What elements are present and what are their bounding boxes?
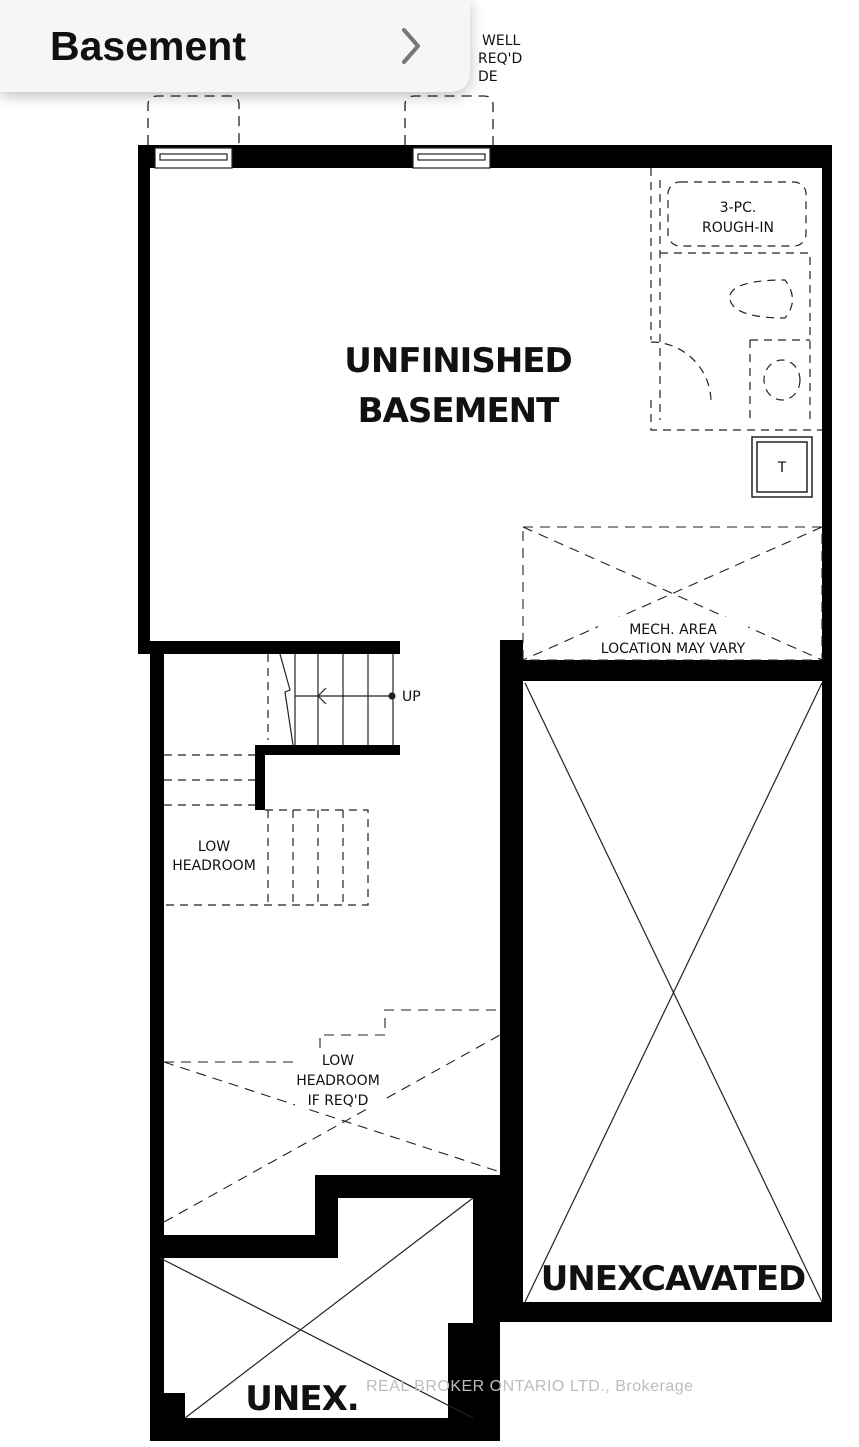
mech-area [522,526,823,661]
unex-label: UNEX. [245,1379,358,1419]
walls [138,145,832,1441]
stairs [164,653,396,906]
header-title: Basement [50,22,246,69]
low-headroom-label-2: HEADROOM [172,858,256,874]
rough-in-label-2: ROUGH-IN [702,220,774,236]
unfinished-basement-label-2: BASEMENT [358,391,560,431]
bathroom-rough-in [650,168,822,431]
watermark: REAL BROKER ONTARIO LTD., Brokerage [366,1378,694,1395]
unexcavated-label: UNEXCAVATED [541,1259,806,1299]
low-headroom-reqd-label-1: LOW [322,1053,354,1069]
low-headroom-zone [163,1009,501,1223]
window-note-3: DE [478,69,498,85]
header-card[interactable]: Basement [0,0,470,92]
window-note-1: WELL [482,33,520,49]
low-headroom-label-1: LOW [198,839,230,855]
rough-in-label-1: 3-PC. [720,200,757,216]
window-wells [147,95,494,145]
tank-label: T [777,460,787,476]
mech-area-label-1: MECH. AREA [629,622,717,638]
unexcavated-zone [159,682,823,1419]
unfinished-basement-label-1: UNFINISHED [344,341,571,381]
low-headroom-reqd-label-3: IF REQ'D [308,1093,369,1109]
low-headroom-reqd-label-2: HEADROOM [296,1073,380,1089]
window-note-2: REQ'D [478,51,522,67]
stairs-up-label: UP [402,689,421,705]
chevron-right-icon[interactable] [396,26,426,66]
windows [154,147,491,169]
mech-area-label-2: LOCATION MAY VARY [601,641,746,657]
tank-icon [751,436,813,498]
